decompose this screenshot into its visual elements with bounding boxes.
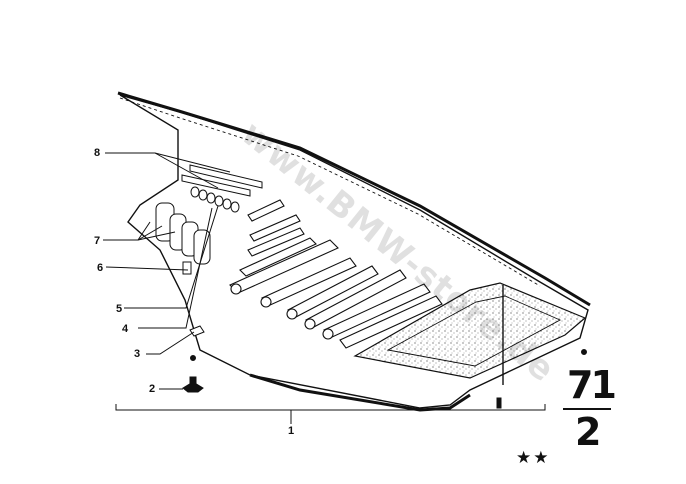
tool-rolls xyxy=(155,202,211,275)
tray-lid-edge xyxy=(117,91,591,307)
wrench-set xyxy=(229,199,443,349)
holder-clips xyxy=(181,164,263,213)
callout-3[interactable]: 3 xyxy=(134,348,141,360)
callout-5[interactable]: 5 xyxy=(116,303,123,315)
callout-1[interactable]: 1 xyxy=(288,425,295,437)
knob-and-clip xyxy=(182,325,587,409)
callout-8[interactable]: 8 xyxy=(94,147,101,159)
stars-marker: ★★ xyxy=(516,448,551,468)
group-number-bottom: 2 xyxy=(575,410,602,454)
callout-6[interactable]: 6 xyxy=(97,262,104,274)
group-number-top: 71 xyxy=(567,363,617,407)
callout-2[interactable]: 2 xyxy=(149,383,156,395)
leader-lines xyxy=(103,152,546,424)
callout-7[interactable]: 7 xyxy=(94,235,101,247)
callout-4[interactable]: 4 xyxy=(122,323,129,335)
group-number-divider xyxy=(563,408,611,410)
